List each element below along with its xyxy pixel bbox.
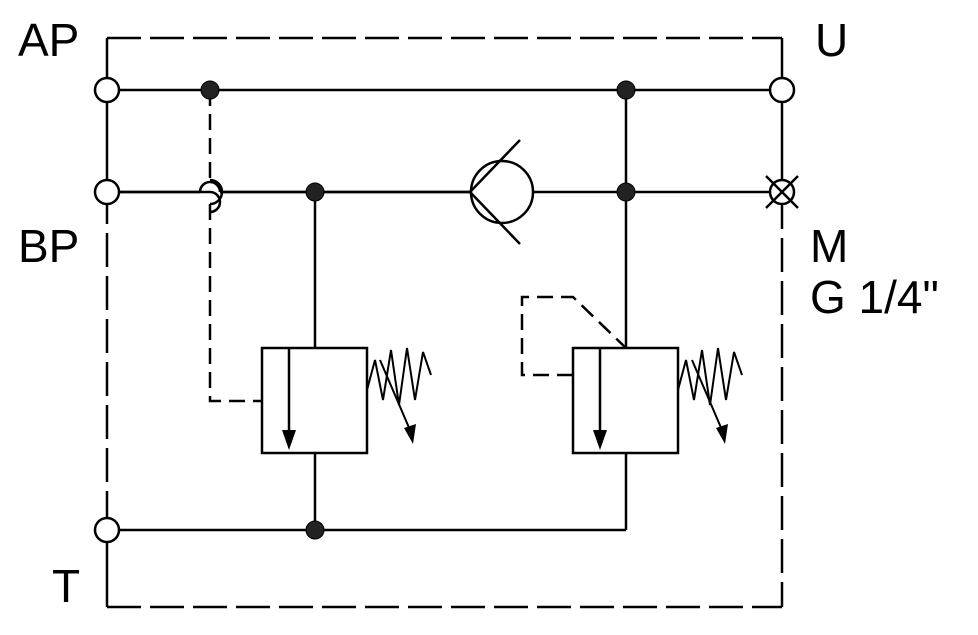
pilot-line-right <box>520 295 627 377</box>
spring-icon <box>366 347 432 406</box>
junction-node <box>305 520 325 540</box>
port-bp <box>93 178 121 206</box>
junction-node <box>200 80 220 100</box>
junction-node <box>616 182 636 202</box>
pilot-crossover <box>209 178 224 206</box>
junction-node <box>305 182 325 202</box>
port-label-bp: BP <box>18 220 79 272</box>
port-label-m-thread: G 1/4" <box>810 271 939 323</box>
port-ap <box>93 76 121 104</box>
pilot-lines <box>208 90 627 403</box>
plugged-port-icon <box>765 175 799 209</box>
hydraulic-lines <box>107 88 782 532</box>
port-t <box>93 516 121 544</box>
port-label-m: M <box>810 220 848 272</box>
junction-node <box>616 80 636 100</box>
housing-boundary <box>105 36 784 609</box>
relief-valve-left <box>260 346 432 455</box>
port-label-ap: AP <box>18 14 79 66</box>
port-label-u: U <box>815 14 848 66</box>
port-label-t: T <box>52 560 80 612</box>
port-u <box>768 76 796 104</box>
relief-valve-right <box>571 346 743 455</box>
check-valve-icon <box>469 139 535 245</box>
junction-nodes <box>200 80 636 540</box>
port-circles <box>93 76 796 544</box>
spring-icon <box>677 347 743 406</box>
line-bp <box>107 190 470 214</box>
housing-boundary-solid <box>105 38 784 607</box>
